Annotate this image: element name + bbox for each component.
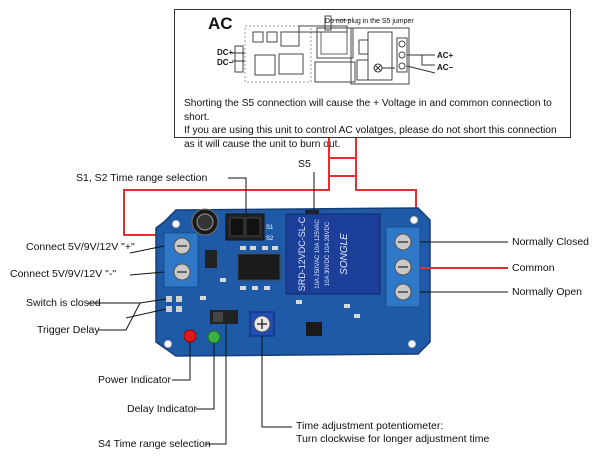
s1-board-mark: S1 (266, 225, 274, 231)
power-led (183, 329, 197, 343)
s5-label: S5 (298, 158, 311, 170)
jumper-warning-note: Do not plug in the S5 jumper (325, 18, 414, 25)
common-label: Common (512, 262, 555, 274)
potentiometer (249, 311, 275, 337)
ac-plus-label: AC+ (437, 51, 454, 60)
ac-wiring-schematic (232, 15, 436, 85)
switch-closed-label: Switch is closed (26, 297, 101, 309)
delay-led (207, 330, 221, 344)
s4-range-label: S4 Time range selection (98, 438, 211, 450)
ac-minus-label: AC− (437, 63, 454, 72)
relay-brand: SONGLE (339, 233, 350, 275)
potentiometer-label-line2: Turn clockwise for longer adjustment tim… (296, 433, 490, 445)
optocoupler (306, 322, 322, 336)
dc-plus-label: DC+ (217, 48, 234, 57)
normally-open-label: Normally Open (512, 286, 583, 298)
trigger-delay-label: Trigger Delay (37, 324, 100, 336)
input-terminal (163, 232, 199, 288)
normally-closed-label: Normally Closed (512, 236, 590, 248)
output-terminal (385, 226, 421, 308)
mounting-holes (164, 216, 418, 348)
s1-s2-range-label: S1, S2 Time range selection (76, 172, 208, 184)
s2-board-mark: S2 (266, 236, 274, 242)
note-line: as it will cause the unit to burn out. (184, 138, 341, 150)
dc-minus-label: DC− (217, 58, 234, 67)
connect-minus-label: Connect 5V/9V/12V "-" (10, 268, 117, 280)
leader-lines (88, 172, 508, 445)
potentiometer-label-line1: Time adjustment potentiometer: (296, 420, 444, 432)
inset-title: AC (208, 14, 233, 33)
potentiometer-label: Time adjustment potentiometer: Turn cloc… (296, 420, 489, 446)
trigger-pins (166, 296, 182, 312)
relay-rating-text: 10A 250VAC 10A 125VAC (315, 219, 321, 289)
s4-jumper (210, 310, 238, 324)
s5-warning-text: Shorting the S5 connection will cause th… (184, 97, 569, 151)
relay: SRD-12VDC-SL-C 10A 250VAC 10A 125VAC 10A… (285, 213, 381, 295)
note-line: Shorting the S5 connection will cause th… (184, 98, 552, 123)
ic-chip (237, 253, 281, 281)
ac-warning-inset: AC Do not plug in the S5 jumper DC+ DC− … (174, 9, 571, 150)
capacitor (191, 208, 219, 236)
connect-plus-label: Connect 5V/9V/12V "+" (26, 241, 135, 253)
transistor (205, 250, 217, 268)
note-line: If you are using this unit to control AC… (184, 125, 557, 137)
smd-components (200, 246, 360, 318)
power-indicator-label: Power Indicator (98, 374, 171, 386)
delay-indicator-label: Delay Indicator (127, 403, 198, 415)
relay-rating-text: 10A 30VDC 10A 28VDC (325, 221, 331, 286)
relay-model-text: SRD-12VDC-SL-C (297, 216, 307, 291)
s1-s2-jumper: S1 S2 (225, 213, 274, 242)
